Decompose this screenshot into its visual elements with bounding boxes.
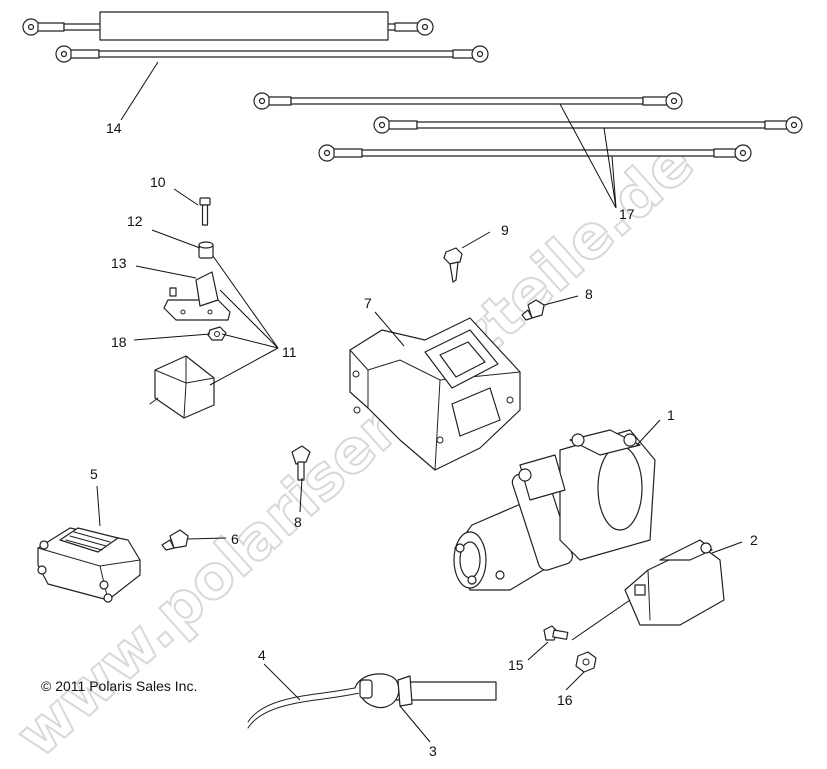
winch-mount-7 xyxy=(349,317,521,471)
winch-1 xyxy=(453,429,656,591)
leader-lines xyxy=(96,61,743,743)
bolt-6 xyxy=(161,529,189,551)
callout-18: 18 xyxy=(111,334,127,350)
cable-14-lower xyxy=(55,45,489,63)
contactor-5 xyxy=(37,527,141,603)
callout-8-upper: 8 xyxy=(585,286,593,302)
rope-4 xyxy=(247,685,366,729)
callout-15: 15 xyxy=(508,657,524,673)
callout-13: 13 xyxy=(111,255,127,271)
bolt-10 xyxy=(199,197,211,226)
callout-2: 2 xyxy=(750,532,758,548)
copyright-text: © 2011 Polaris Sales Inc. xyxy=(41,678,197,694)
nut-18 xyxy=(207,326,227,341)
callout-4: 4 xyxy=(258,647,266,663)
screw-9 xyxy=(443,247,463,283)
callout-10: 10 xyxy=(150,174,166,190)
callout-1: 1 xyxy=(667,407,675,423)
callout-14: 14 xyxy=(106,120,122,136)
callout-5: 5 xyxy=(90,466,98,482)
cable-17-b xyxy=(373,116,803,134)
callout-8-lower: 8 xyxy=(294,514,302,530)
bolt-15 xyxy=(543,625,569,641)
nut-16 xyxy=(575,651,597,673)
bolt-8-lower xyxy=(291,445,311,481)
cable-17-a xyxy=(253,92,683,110)
callout-12: 12 xyxy=(127,213,143,229)
callout-3: 3 xyxy=(429,743,437,759)
spacer-12 xyxy=(198,241,214,259)
hook-3 xyxy=(354,673,497,709)
callout-7: 7 xyxy=(364,295,372,311)
callout-9: 9 xyxy=(501,222,509,238)
callout-11: 11 xyxy=(282,344,297,360)
cable-14-upper xyxy=(22,11,434,41)
callout-16: 16 xyxy=(557,692,573,708)
solenoid-11 xyxy=(149,355,215,419)
cable-17-c xyxy=(318,144,752,162)
bracket-13 xyxy=(163,271,231,321)
bolt-8-upper xyxy=(521,299,545,321)
callout-17: 17 xyxy=(619,206,635,222)
callout-6: 6 xyxy=(231,531,239,547)
bracket-2 xyxy=(624,539,725,626)
